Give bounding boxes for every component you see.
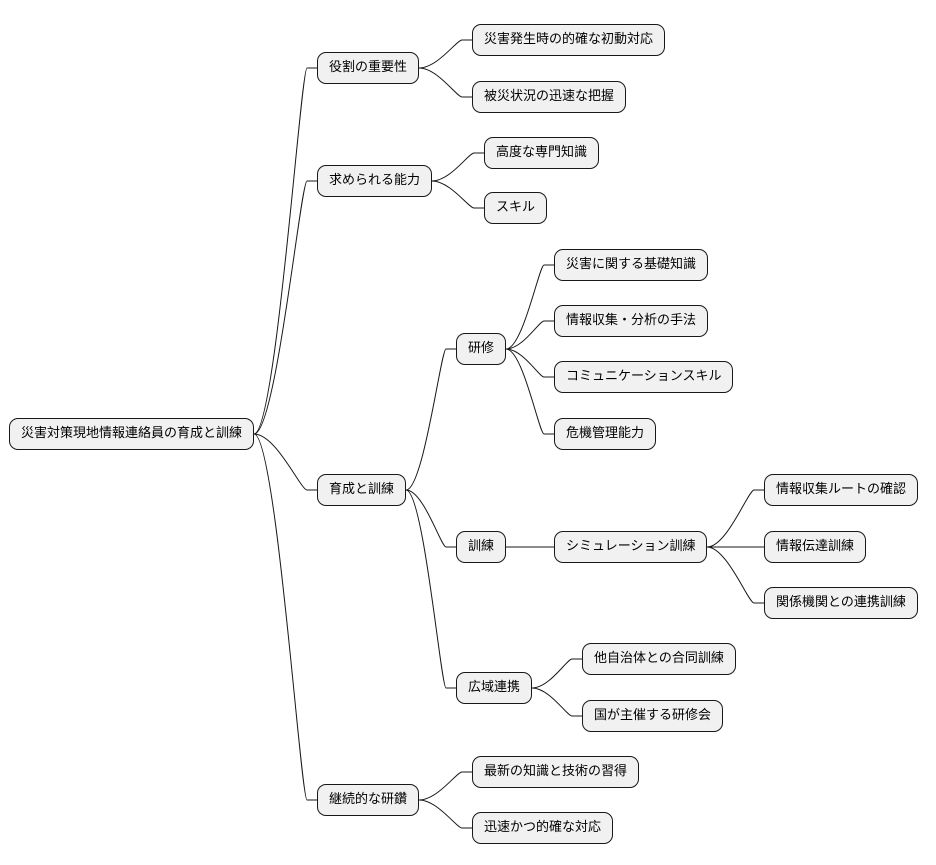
connector-koiki-to-koiki-0 bbox=[531, 658, 582, 689]
connector-continuous-to-continuous-1 bbox=[418, 799, 472, 829]
connector-root-to-continuous bbox=[253, 433, 317, 801]
leaf-info-transmission[interactable]: 情報伝達訓練 bbox=[764, 531, 867, 563]
leaf-crisis-management[interactable]: 危機管理能力 bbox=[554, 418, 657, 450]
leaf-damage-assessment[interactable]: 被災状況の迅速な把握 bbox=[472, 81, 627, 113]
branch-continuous-study[interactable]: 継続的な研鑽 bbox=[317, 784, 420, 816]
leaf-communication-skills[interactable]: コミュニケーションスキル bbox=[554, 361, 734, 393]
connector-role-to-role-0 bbox=[418, 39, 472, 69]
node-koiki-renkei[interactable]: 広域連携 bbox=[456, 672, 533, 704]
connector-training-to-kenshu bbox=[405, 348, 456, 491]
leaf-disaster-basics[interactable]: 災害に関する基礎知識 bbox=[554, 249, 709, 281]
connector-root-to-role bbox=[253, 67, 317, 435]
connector-kenshu-to-kenshu-1 bbox=[505, 320, 554, 350]
node-simulation-training[interactable]: シミュレーション訓練 bbox=[554, 531, 708, 563]
connector-kenshu-to-kenshu-0 bbox=[505, 264, 554, 350]
leaf-info-analysis[interactable]: 情報収集・分析の手法 bbox=[554, 305, 709, 337]
branch-required-abilities[interactable]: 求められる能力 bbox=[317, 165, 433, 197]
connector-root-to-ability bbox=[253, 180, 317, 435]
leaf-latest-knowledge[interactable]: 最新の知識と技術の習得 bbox=[472, 756, 640, 788]
connector-ability-to-ability-0 bbox=[431, 152, 484, 182]
connector-root-to-training bbox=[253, 433, 317, 491]
leaf-agency-coordination[interactable]: 関係機関との連携訓練 bbox=[764, 587, 918, 619]
connector-training-to-kunren bbox=[405, 489, 456, 548]
connector-sim-to-sim-2 bbox=[706, 546, 764, 604]
leaf-skills[interactable]: スキル bbox=[484, 192, 548, 224]
leaf-national-seminar[interactable]: 国が主催する研修会 bbox=[582, 700, 724, 732]
leaf-rapid-response[interactable]: 迅速かつ的確な対応 bbox=[472, 812, 614, 844]
node-kenshu[interactable]: 研修 bbox=[456, 333, 507, 365]
branch-role-importance[interactable]: 役割の重要性 bbox=[317, 52, 420, 84]
leaf-initial-response[interactable]: 災害発生時の的確な初動対応 bbox=[472, 24, 666, 56]
connector-continuous-to-continuous-0 bbox=[418, 771, 472, 801]
connector-koiki-to-koiki-1 bbox=[531, 687, 582, 717]
branch-development-training[interactable]: 育成と訓練 bbox=[317, 474, 407, 506]
connector-ability-to-ability-1 bbox=[431, 180, 484, 209]
leaf-expert-knowledge[interactable]: 高度な専門知識 bbox=[484, 137, 600, 169]
connector-role-to-role-1 bbox=[418, 67, 472, 98]
node-kunren[interactable]: 訓練 bbox=[456, 531, 507, 563]
leaf-info-route-check[interactable]: 情報収集ルートの確認 bbox=[764, 474, 919, 506]
root-node[interactable]: 災害対策現地情報連絡員の育成と訓練 bbox=[9, 418, 255, 450]
connector-kenshu-to-kenshu-3 bbox=[505, 348, 554, 435]
connector-kenshu-to-kenshu-2 bbox=[505, 348, 554, 378]
connector-training-to-koiki bbox=[405, 489, 456, 689]
leaf-joint-drill[interactable]: 他自治体との合同訓練 bbox=[582, 643, 736, 675]
connector-sim-to-sim-0 bbox=[706, 489, 764, 548]
